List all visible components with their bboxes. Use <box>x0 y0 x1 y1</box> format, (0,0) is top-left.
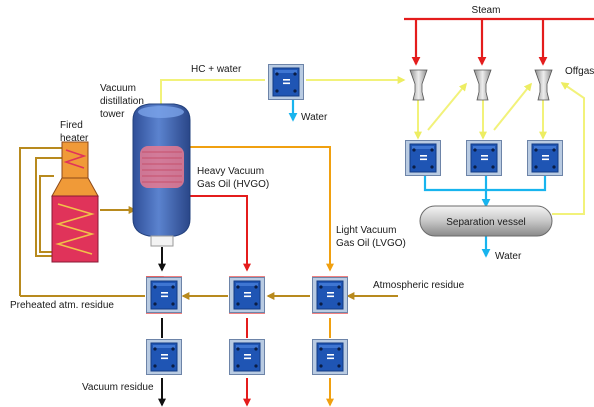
plate-heat-exchanger-icon <box>146 276 348 314</box>
plate-heat-exchanger-icon <box>146 338 348 376</box>
vacuum-tower-label: Vacuum distillation tower <box>100 83 147 120</box>
vacuum-residue-label: Vacuum residue <box>82 382 154 393</box>
preheated-residue-label: Preheated atm. residue <box>10 300 114 311</box>
separation-vessel-label: Separation vessel <box>446 217 526 228</box>
offgas-label: Offgas <box>565 66 594 77</box>
steam-label: Steam <box>472 5 501 16</box>
steam-lines <box>404 17 594 66</box>
water-label-top: Water <box>301 112 328 123</box>
fired-heater-icon <box>51 141 99 263</box>
fired-heater-label: Fired heater <box>60 120 89 144</box>
lvgo-lines <box>190 146 334 407</box>
vacuum-tower-icon <box>132 103 191 247</box>
water-label-bottom: Water <box>495 251 522 262</box>
lvgo-label: Light Vacuum Gas Oil (LVGO) <box>336 225 406 249</box>
vapor-lines <box>160 76 585 215</box>
residue-lines <box>19 147 398 300</box>
atmospheric-residue-label: Atmospheric residue <box>373 280 465 291</box>
hvgo-label: Heavy Vacuum Gas Oil (HVGO) <box>197 166 269 190</box>
separation-vessel-icon <box>419 205 553 237</box>
hvgo-lines <box>190 195 251 407</box>
hc-water-label: HC + water <box>191 64 242 75</box>
steam-ejector-icon <box>409 69 553 101</box>
